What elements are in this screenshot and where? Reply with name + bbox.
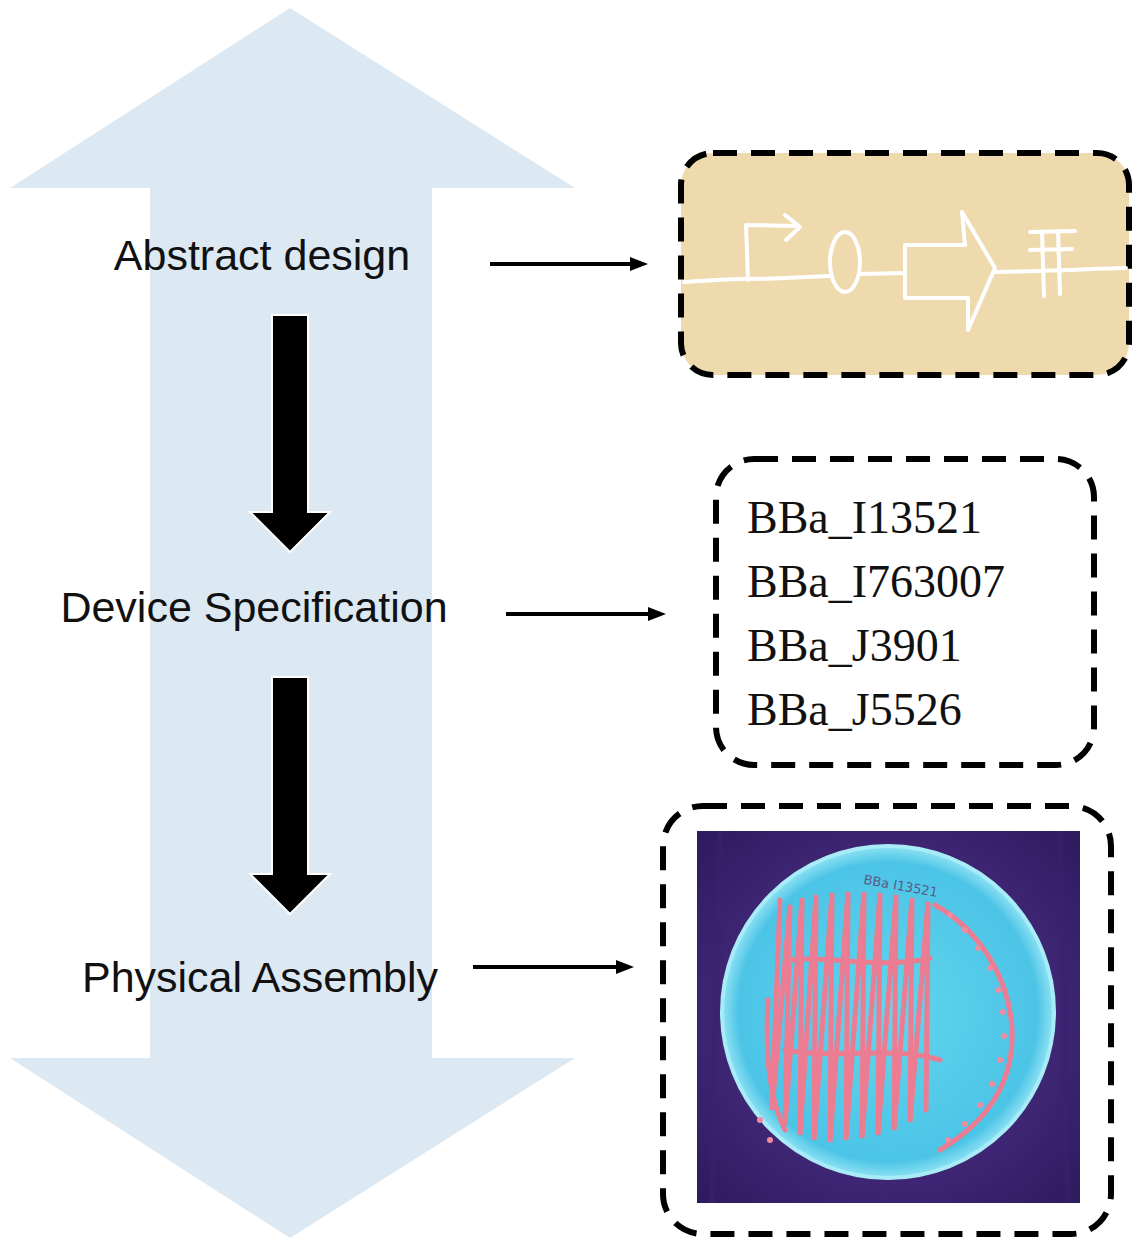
stage-label: Physical Assembly [82,954,438,1001]
part-id: BBa_I763007 [747,550,1073,614]
pointer-arrow [490,257,648,271]
pointer-arrow [473,960,634,974]
pointer-arrow [506,607,666,621]
stage-label: Abstract design [114,232,410,279]
flow-down-arrow [250,677,330,914]
design-box [681,153,1129,375]
part-id: BBa_J5526 [747,678,1073,742]
parts-list-box: BBa_I13521BBa_I763007BBa_J3901BBa_J5526 [713,456,1097,768]
assembly-box [663,806,1111,1234]
circuit-sketch [684,212,1126,330]
colony-dots [757,912,1007,1143]
part-id: BBa_I13521 [747,486,1073,550]
scale-double-arrow [10,8,575,1238]
part-id: BBa_J3901 [747,614,1073,678]
photo-folds [712,831,1068,1203]
flow-down-arrow [250,315,330,552]
bacteria-streaks [767,892,1012,1150]
petri-dish [722,846,1054,1178]
plate-photo [697,831,1080,1203]
stage-label: Device Specification [60,584,447,631]
